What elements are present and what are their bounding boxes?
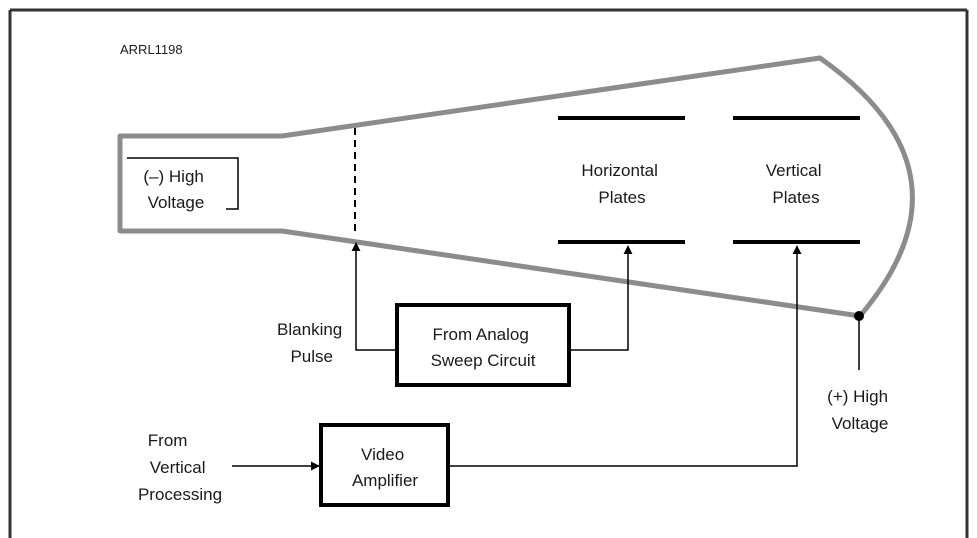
anode-label: (+) High Voltage — [827, 387, 893, 433]
blanking-connector — [351, 242, 397, 351]
figure-id: ARRL1198 — [120, 42, 183, 57]
horizontal-plates-label: Horizontal Plates — [581, 161, 662, 207]
horizontal-drive-connector — [569, 245, 633, 351]
crt-tube-outline — [117, 55, 915, 319]
video-amplifier-label: Video Amplifier — [352, 445, 418, 490]
sweep-circuit-label: From Analog Sweep Circuit — [431, 325, 536, 370]
video-amplifier-box — [319, 423, 450, 507]
vertical-processing-label: From Vertical Processing — [138, 431, 222, 504]
vertical-plates-label: Vertical Plates — [766, 161, 826, 207]
anode-dot — [854, 311, 864, 321]
blanking-pulse-label: Blanking Pulse — [277, 320, 347, 366]
cathode-bracket — [127, 157, 239, 210]
sweep-circuit-box — [395, 303, 571, 387]
vertical-drive-connector — [448, 245, 802, 467]
cathode-label: (–) High Voltage — [143, 167, 208, 212]
figure-frame — [8, 8, 969, 538]
